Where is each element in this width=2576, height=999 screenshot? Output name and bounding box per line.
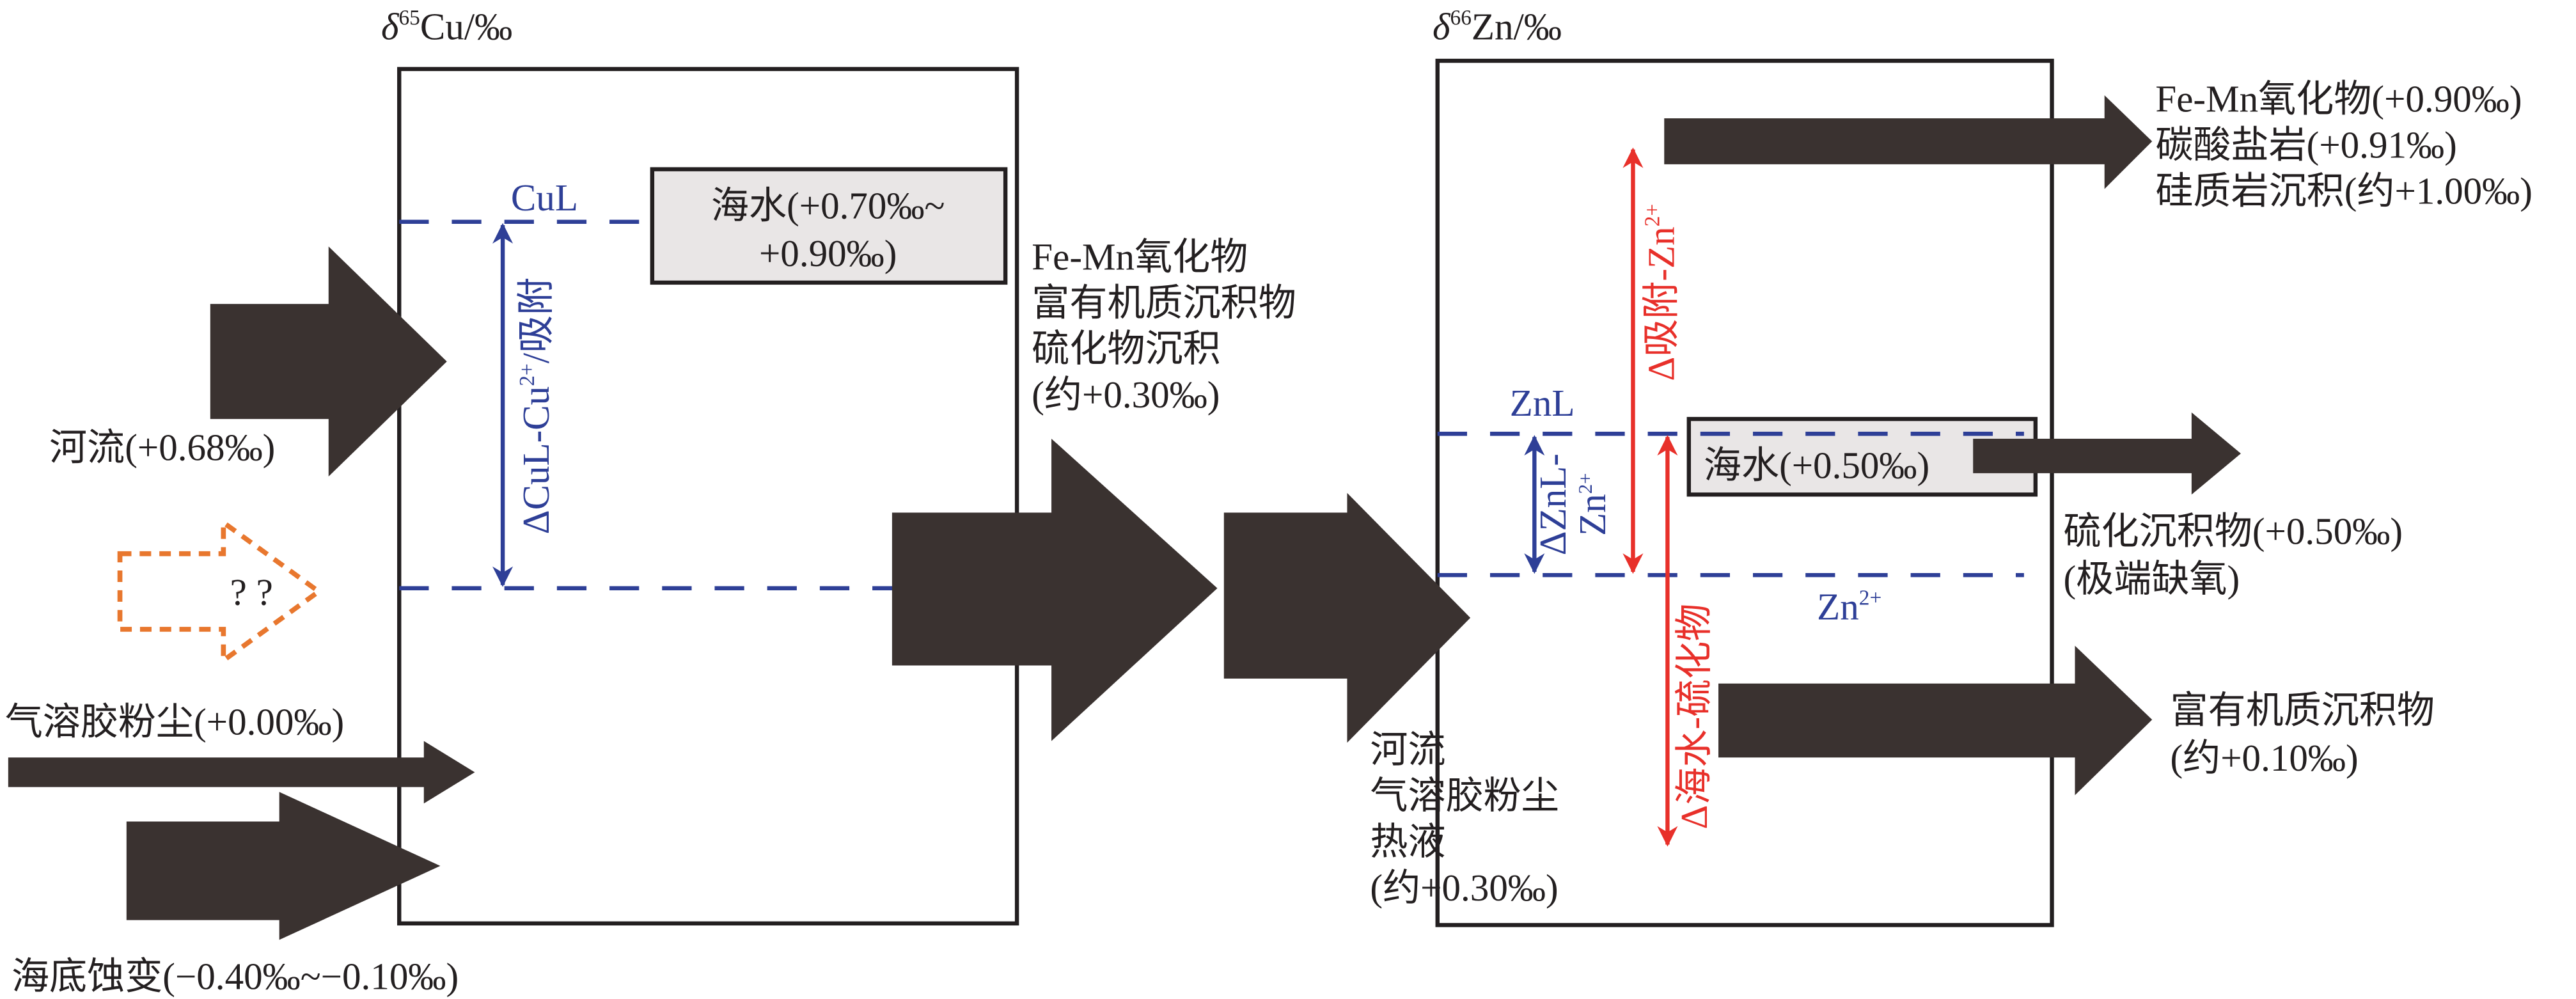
- input-line: 河流: [1370, 728, 1445, 771]
- cu-output-arrow: [891, 438, 1218, 741]
- sulfide-output-arrow: [1973, 412, 2241, 495]
- cu-fractionation-label: ΔCuL-Cu2+/吸附: [515, 278, 557, 535]
- output-line: (约+0.10‰): [2170, 737, 2358, 779]
- zn-ligand-fractionation-label: ΔZnL- Zn2+: [1532, 453, 1614, 555]
- znl-label: ZnL: [1510, 382, 1575, 424]
- output-line: 碳酸盐岩(+0.91‰): [2155, 124, 2456, 166]
- zn-box: [1435, 58, 2054, 927]
- river-input-label: 河流(+0.68‰): [49, 426, 275, 468]
- cu-axis-label: δ65Cu/‰: [381, 6, 512, 48]
- zn-axis-label: δ66Zn/‰: [1433, 6, 1562, 48]
- output-line: Fe-Mn氧化物: [1032, 235, 1248, 278]
- output-line: Fe-Mn氧化物(+0.90‰): [2155, 78, 2522, 120]
- unknown-input-label: ? ?: [230, 570, 273, 613]
- label-line: Zn2+: [1571, 473, 1614, 535]
- label-line: ΔZnL-: [1532, 453, 1574, 555]
- seafloor-alteration-arrow: [126, 792, 441, 940]
- fe-mn-output-label: Fe-Mn氧化物(+0.90‰) 碳酸盐岩(+0.91‰) 硅质岩沉积(约+1.…: [2155, 78, 2533, 212]
- river-input-arrow: [210, 246, 447, 477]
- zn2-label: Zn2+: [1817, 586, 1881, 628]
- output-line: 硅质岩沉积(约+1.00‰): [2155, 170, 2533, 212]
- zn-seawater-label: 海水(+0.50‰): [1704, 444, 1929, 487]
- organic-output-arrow: [1718, 645, 2153, 796]
- unknown-input-dashed-arrow: [117, 517, 323, 666]
- cu-panel: δ65Cu/‰ CuL ΔCuL-Cu2+/吸附 海水(+0.70‰~ +0.9…: [5, 6, 1296, 998]
- cu-box: [397, 67, 1019, 926]
- cu-seawater-label: 海水(+0.70‰~: [711, 185, 945, 227]
- seafloor-alteration-label: 海底蚀变(−0.40‰~−0.10‰): [12, 956, 459, 998]
- input-line: 气溶胶粉尘: [1370, 775, 1559, 817]
- organic-output-label: 富有机质沉积物 (约+0.10‰): [2170, 689, 2435, 779]
- input-line: (约+0.30‰): [1370, 867, 1558, 909]
- sulfide-output-label: 硫化沉积物(+0.50‰) (极端缺氧): [2064, 510, 2403, 600]
- zn-input-label: 河流 气溶胶粉尘 热液 (约+0.30‰): [1370, 728, 1559, 909]
- fe-mn-output-arrow: [1664, 95, 2153, 189]
- zn-panel: δ66Zn/‰ 河流 气溶胶粉尘 热液 (约+0.30‰) 海水(+0.50‰)…: [1223, 6, 2533, 927]
- output-line: 富有机质沉积物: [2170, 689, 2435, 731]
- output-line: (极端缺氧): [2064, 558, 2240, 600]
- cu-seawater-box: [650, 167, 1008, 285]
- cul-label: CuL: [511, 177, 578, 219]
- adsorption-fractionation-label: Δ吸附-Zn2+: [1640, 204, 1683, 381]
- cu-output-label: Fe-Mn氧化物 富有机质沉积物 硫化物沉积 (约+0.30‰): [1032, 235, 1296, 416]
- input-line: 热液: [1370, 821, 1445, 863]
- output-line: 硫化沉积物(+0.50‰): [2064, 510, 2403, 552]
- aerosol-input-label: 气溶胶粉尘(+0.00‰): [5, 700, 345, 743]
- zn-input-arrow: [1223, 492, 1471, 743]
- cu-seawater-label: +0.90‰): [759, 232, 897, 274]
- output-line: 富有机质沉积物: [1032, 281, 1296, 324]
- sulfide-fractionation-label: Δ海水-硫化物: [1673, 604, 1715, 830]
- output-line: 硫化物沉积: [1032, 327, 1220, 370]
- aerosol-input-arrow: [8, 741, 475, 804]
- output-line: (约+0.30‰): [1032, 374, 1220, 416]
